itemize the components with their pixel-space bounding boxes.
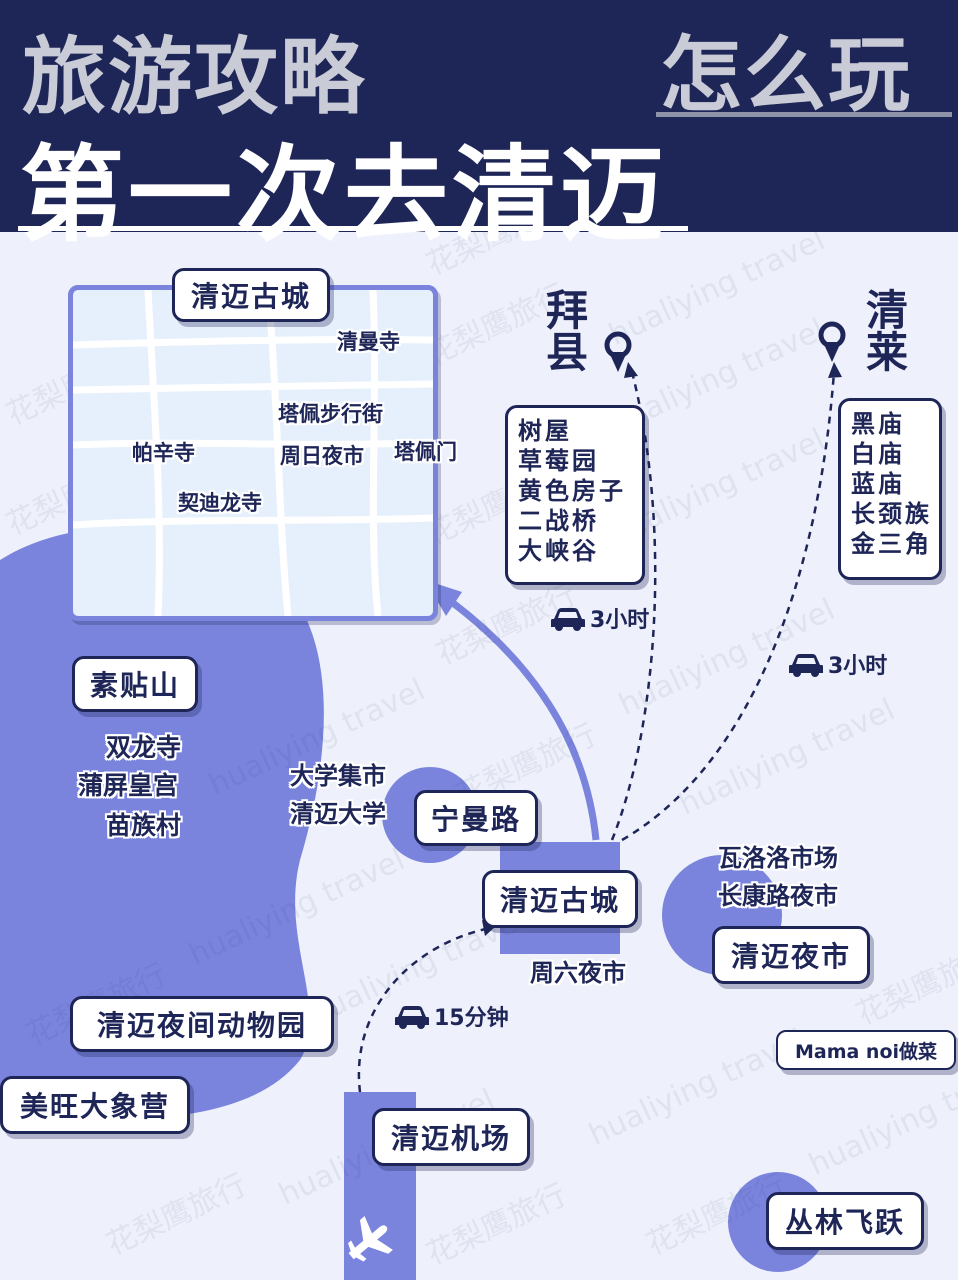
airport-label: 清迈机场 <box>372 1108 530 1166</box>
elephant-camp-label: 美旺大象营 <box>0 1076 190 1134</box>
old-city-label: 清迈古城 <box>482 870 638 928</box>
inset-place-label: 帕辛寺 <box>132 441 195 465</box>
night-bazaar-label: 清迈夜市 <box>712 926 870 984</box>
inset-place-label: 塔佩门 <box>394 440 457 464</box>
pai-attractions-list: 树屋 草莓园 黄色房子 二战桥 大峡谷 <box>505 405 645 585</box>
nimman-road-label: 宁曼路 <box>414 790 538 846</box>
pai-duration: 3小时 <box>550 602 649 634</box>
header-banner: 旅游攻略 怎么玩 第一次去清迈 <box>0 0 958 256</box>
route-old-city-inset-arrow <box>435 589 600 841</box>
inset-place-label: 塔佩步行街 <box>278 402 383 426</box>
car-icon <box>789 654 823 677</box>
inset-place-label: 契迪龙寺 <box>178 491 262 515</box>
west-place-label: 双龙寺 <box>106 733 182 762</box>
list-item: 黑庙 <box>851 410 905 438</box>
chiang-rai-pin-icon <box>818 321 846 362</box>
west-place-label: 蒲屏皇宫 <box>78 771 179 800</box>
inset-place-label: 清曼寺 <box>337 330 400 354</box>
title-underline <box>18 226 688 231</box>
nimman-place-label: 大学集市 <box>290 762 386 790</box>
night-safari-label: 清迈夜间动物园 <box>70 996 334 1052</box>
night-market-place-label: 瓦洛洛市场 <box>718 844 838 872</box>
list-item: 大峡谷 <box>518 537 599 565</box>
airplane-icon <box>348 1216 393 1262</box>
route-pai <box>610 371 657 841</box>
nimman-place-label: 清迈大学 <box>290 800 386 828</box>
old-city-inset-map <box>68 285 438 621</box>
route-airport <box>357 926 491 1093</box>
guide-label: 旅游攻略 <box>22 28 367 126</box>
old-city-inset-title: 清迈古城 <box>172 268 330 322</box>
car-icon <box>551 608 585 631</box>
how-to-play-label: 怎么玩 <box>660 28 913 123</box>
doi-suthep-label: 素贴山 <box>72 656 198 712</box>
list-item: 蓝庙 <box>851 470 905 498</box>
chiang-rai-attractions-list: 黑庙 白庙 蓝庙 长颈族 金三角 <box>838 398 942 580</box>
cooking-class-label: Mama noi做菜 <box>776 1030 956 1070</box>
airport-duration: 15分钟 <box>394 1000 509 1032</box>
list-item: 树屋 <box>518 417 572 445</box>
list-item: 金三角 <box>851 530 932 558</box>
saturday-market-label: 周六夜市 <box>530 959 626 987</box>
street-grid <box>73 290 433 616</box>
inset-place-label: 周日夜市 <box>280 444 364 468</box>
jungle-flight-label: 丛林飞跃 <box>766 1192 924 1250</box>
list-item: 黄色房子 <box>518 477 626 505</box>
pai-pin-icon <box>604 331 632 372</box>
list-item: 白庙 <box>851 440 905 468</box>
chiang-rai-duration: 3小时 <box>788 648 887 680</box>
list-item: 草莓园 <box>518 447 599 475</box>
pai-title: 拜县 <box>545 286 588 377</box>
page-title: 第一次去清迈 <box>20 134 669 256</box>
route-chiang-rai <box>621 371 836 842</box>
night-market-place-label: 长康路夜市 <box>718 882 838 910</box>
west-place-label: 苗族村 <box>106 811 182 840</box>
chiang-rai-title: 清莱 <box>865 286 908 377</box>
list-item: 长颈族 <box>851 500 932 528</box>
title-underline <box>656 112 952 117</box>
car-icon <box>395 1006 429 1029</box>
list-item: 二战桥 <box>518 507 599 535</box>
